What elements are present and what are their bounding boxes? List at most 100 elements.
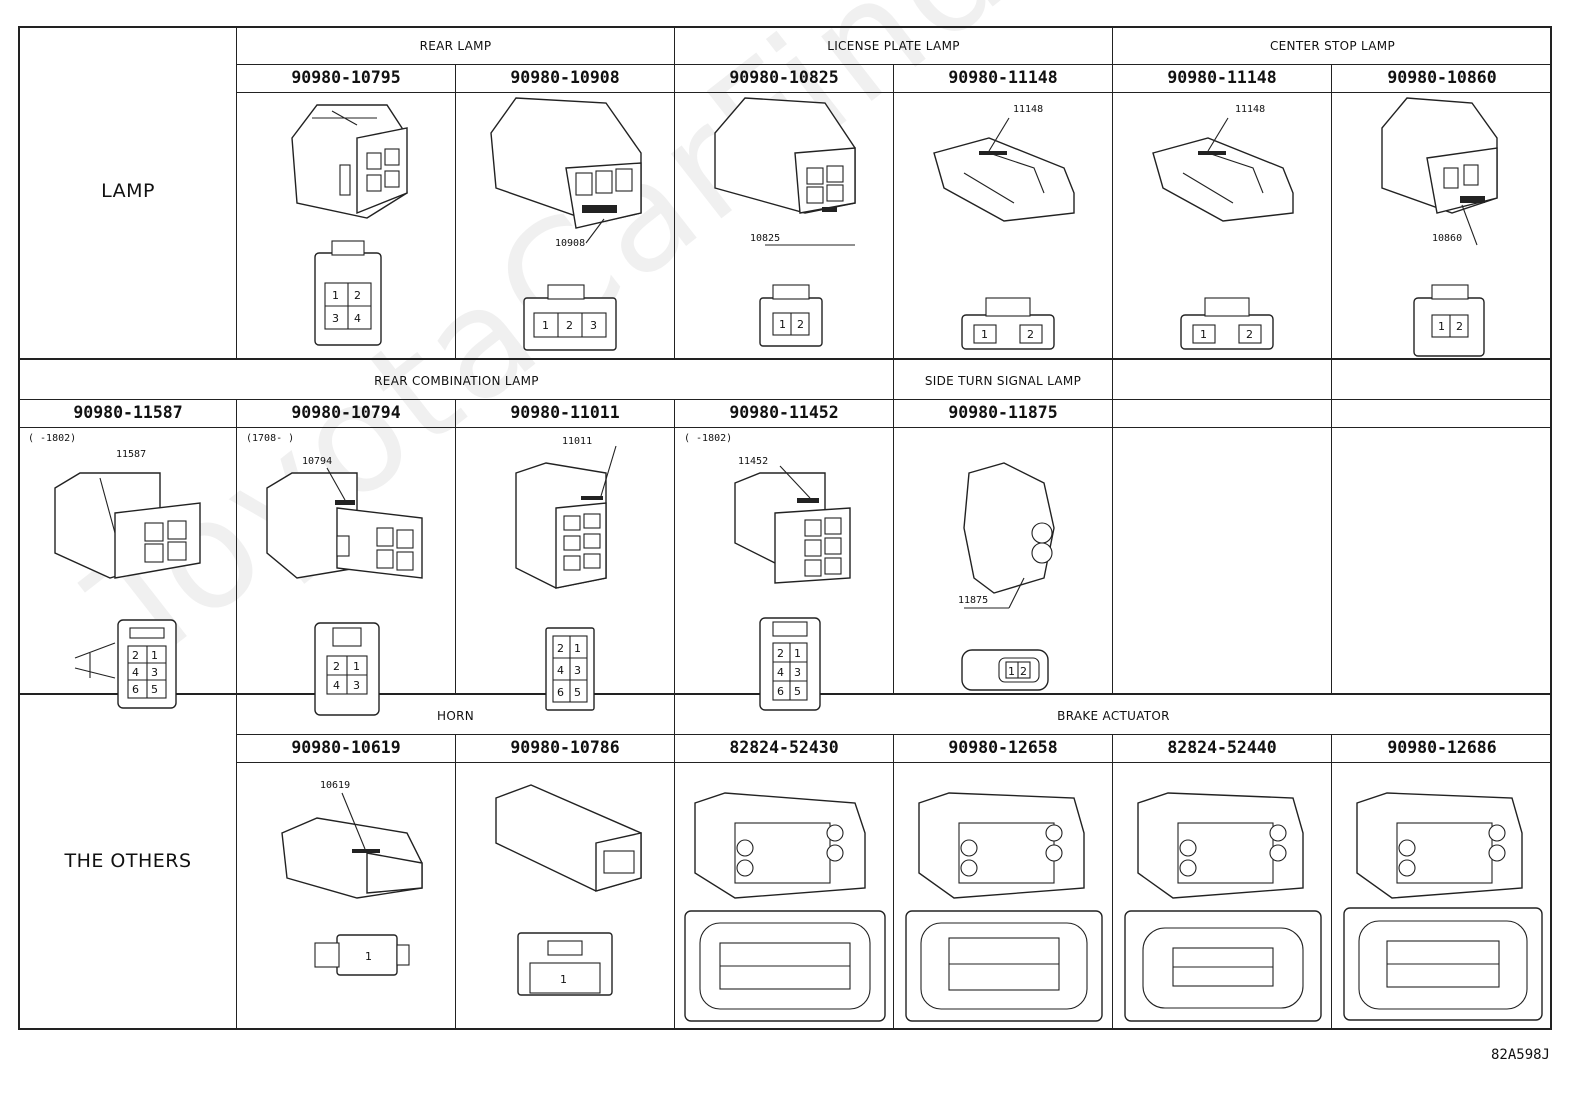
group-rear-lamp: REAR LAMP: [419, 39, 492, 53]
callout-label: 11875: [958, 595, 989, 606]
svg-text:4: 4: [333, 679, 340, 692]
svg-text:1: 1: [1438, 320, 1445, 333]
callout-label: 11011: [562, 436, 593, 447]
svg-text:5: 5: [574, 686, 581, 699]
svg-text:3: 3: [353, 679, 360, 692]
part-number: 90980-12686: [1387, 738, 1497, 757]
svg-text:2: 2: [797, 318, 804, 331]
brake-actuator-connector-drawing: [1124, 792, 1322, 1022]
svg-text:2: 2: [132, 649, 139, 662]
svg-text:1: 1: [365, 950, 372, 963]
svg-text:6: 6: [132, 683, 139, 696]
svg-text:3: 3: [590, 319, 597, 332]
svg-text:2: 2: [557, 642, 564, 655]
part-number: 90980-10794: [291, 403, 401, 422]
svg-text:1: 1: [779, 318, 786, 331]
brake-actuator-connector-drawing: [684, 792, 886, 1022]
svg-text:3: 3: [574, 664, 581, 677]
svg-text:1: 1: [1200, 328, 1207, 341]
svg-text:3: 3: [794, 666, 801, 679]
group-rear-combination-lamp: REAR COMBINATION LAMP: [374, 374, 539, 388]
row-label-the-others: THE OTHERS: [64, 850, 192, 872]
svg-text:3: 3: [151, 666, 158, 679]
production-note: (1708- ): [246, 433, 295, 444]
group-brake-actuator: BRAKE ACTUATOR: [1057, 709, 1170, 723]
callout-label: 11148: [1235, 104, 1266, 115]
part-number: 90980-11875: [948, 403, 1058, 422]
svg-text:2: 2: [1246, 328, 1253, 341]
svg-text:2: 2: [566, 319, 573, 332]
callout-label: 10619: [320, 780, 351, 791]
connector-10908-drawing: 1 2 3: [490, 97, 642, 351]
group-license-plate-lamp: LICENSE PLATE LAMP: [827, 39, 960, 53]
callout-label: 10825: [750, 233, 781, 244]
brake-actuator-connector-drawing: [905, 792, 1103, 1022]
svg-text:1: 1: [1008, 665, 1015, 678]
part-number: 82824-52440: [1167, 738, 1277, 757]
part-number: 90980-10786: [510, 738, 620, 757]
production-note: ( -1802): [28, 433, 77, 444]
callout-label: 11452: [738, 456, 769, 467]
drawing-code: 82A598J: [1490, 1047, 1550, 1063]
part-number: 90980-11587: [73, 403, 183, 422]
part-number: 90980-11011: [510, 403, 620, 422]
part-number: 90980-10795: [291, 68, 401, 87]
brake-actuator-connector-drawing: [1343, 792, 1543, 1021]
svg-text:1: 1: [151, 649, 158, 662]
svg-text:2: 2: [1456, 320, 1463, 333]
svg-text:3: 3: [332, 312, 339, 325]
part-number: 90980-10860: [1387, 68, 1497, 87]
svg-text:4: 4: [557, 664, 564, 677]
part-number: 90980-11452: [729, 403, 839, 422]
svg-text:2: 2: [333, 660, 340, 673]
svg-text:2: 2: [1027, 328, 1034, 341]
production-note: ( -1802): [684, 433, 733, 444]
connector-10786-drawing: 1: [495, 784, 642, 996]
part-number: 90980-12658: [948, 738, 1058, 757]
callout-label: 10860: [1432, 233, 1463, 244]
svg-text:2: 2: [354, 289, 361, 302]
part-number: 90980-10825: [729, 68, 839, 87]
connector-10619-drawing: 1: [281, 792, 423, 976]
svg-text:1: 1: [981, 328, 988, 341]
svg-text:1: 1: [560, 973, 567, 986]
connector-table: LAMP THE OTHERS REAR LAMP LICENSE PLATE …: [18, 26, 1552, 1030]
callout-label: 10794: [302, 456, 333, 467]
part-number: 90980-10619: [291, 738, 401, 757]
group-side-turn-signal-lamp: SIDE TURN SIGNAL LAMP: [924, 374, 1082, 388]
svg-text:6: 6: [777, 685, 784, 698]
svg-text:4: 4: [354, 312, 361, 325]
svg-text:2: 2: [777, 647, 784, 660]
svg-text:2: 2: [1020, 665, 1027, 678]
svg-text:1: 1: [542, 319, 549, 332]
callout-label: 10908: [555, 238, 586, 249]
row-label-lamp: LAMP: [101, 180, 155, 202]
svg-text:1: 1: [574, 642, 581, 655]
svg-text:1: 1: [794, 647, 801, 660]
svg-text:4: 4: [777, 666, 784, 679]
connector-10795-drawing: 1 2 3 4: [291, 104, 408, 346]
svg-text:1: 1: [332, 289, 339, 302]
svg-text:5: 5: [794, 685, 801, 698]
svg-text:5: 5: [151, 683, 158, 696]
callout-label: 11148: [1013, 104, 1044, 115]
callout-label: 11587: [116, 449, 147, 460]
group-horn: HORN: [437, 709, 474, 723]
svg-text:6: 6: [557, 686, 564, 699]
part-number: 90980-11148: [1167, 68, 1277, 87]
part-number: 90980-11148: [948, 68, 1058, 87]
part-number: 82824-52430: [729, 738, 839, 757]
group-center-stop-lamp: CENTER STOP LAMP: [1269, 39, 1395, 53]
svg-text:4: 4: [132, 666, 139, 679]
part-number: 90980-10908: [510, 68, 620, 87]
svg-text:1: 1: [353, 660, 360, 673]
